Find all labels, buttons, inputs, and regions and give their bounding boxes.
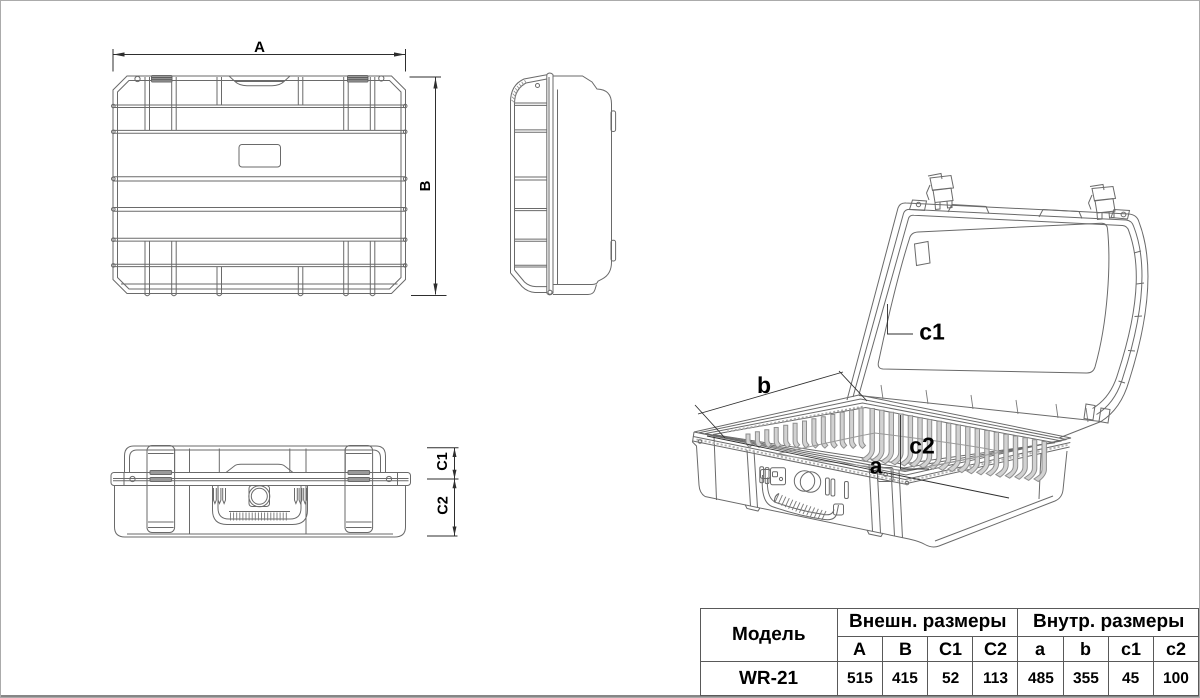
svg-text:a: a	[870, 452, 883, 478]
svg-text:C2: C2	[436, 496, 452, 515]
svg-text:A: A	[254, 39, 265, 56]
svg-text:b: b	[757, 372, 771, 398]
svg-text:B: B	[417, 180, 434, 191]
svg-text:c2: c2	[909, 432, 935, 458]
svg-text:C1: C1	[435, 452, 451, 471]
svg-text:c1: c1	[919, 318, 945, 344]
